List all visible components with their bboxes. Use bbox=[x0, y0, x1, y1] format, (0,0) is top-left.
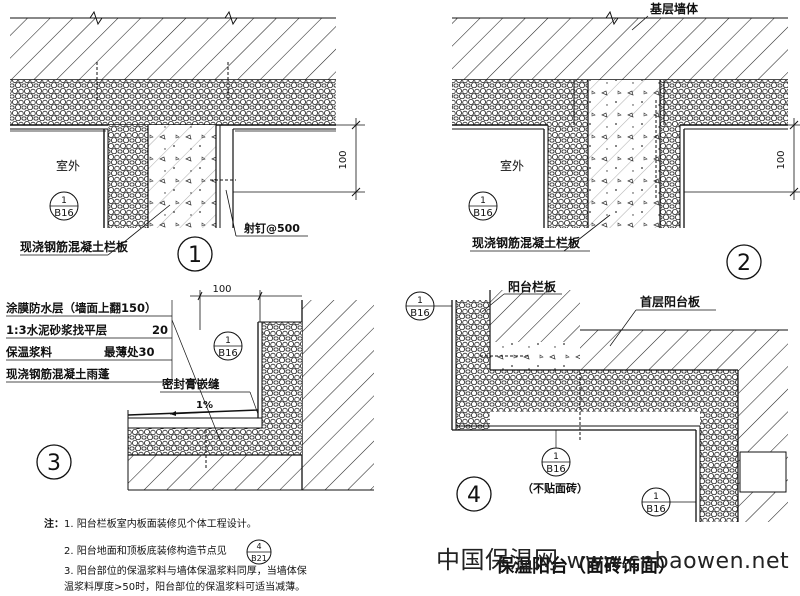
ref-2-top: 1 bbox=[480, 196, 486, 206]
insulation-layer-1 bbox=[10, 80, 336, 125]
parapet-insulation-2 bbox=[548, 80, 588, 228]
detail-2: 基层墙体 室外 100 现浇钢筋混凝土栏板 2 1 B16 bbox=[452, 1, 800, 280]
ref-3-top: 1 bbox=[225, 336, 231, 346]
corner-concrete-4 bbox=[738, 370, 788, 522]
watermark-cn: 中国保温网 bbox=[436, 546, 559, 574]
insulation-left-4 bbox=[456, 300, 490, 430]
note-3a: 3. 阳台部位的保温浆料与墙体保温浆料同厚，当墙体保 bbox=[64, 566, 307, 577]
layer-1-value: 20 bbox=[152, 323, 168, 337]
base-wall-1 bbox=[10, 18, 336, 80]
dimension-3: 100 bbox=[212, 284, 231, 295]
label-outside-2: 室外 bbox=[500, 158, 524, 173]
layer-0-name: 涂膜防水层（墙面上翻150） bbox=[6, 301, 157, 315]
ref-3-bottom: B16 bbox=[218, 348, 238, 359]
ref-note-top: 4 bbox=[256, 542, 261, 551]
ref-4-top: 1 bbox=[417, 296, 423, 306]
layer-2-value: 最薄处30 bbox=[104, 345, 155, 359]
layer-1-name: 1:3水泥砂浆找平层 bbox=[6, 323, 108, 337]
label-parapet-2: 现浇钢筋混凝土栏板 bbox=[472, 235, 581, 250]
detail-4: 阳台栏板 首层阳台板 1 B16 （不贴面砖） 1 B16 1 B16 4 bbox=[405, 279, 788, 522]
detail-number-4: 4 bbox=[467, 483, 481, 508]
drawing-caption: 保温阳台（面砖饰面） bbox=[496, 556, 676, 577]
insulation-wall-3 bbox=[262, 322, 302, 432]
label-parapet-1: 现浇钢筋混凝土栏板 bbox=[20, 239, 129, 254]
slab-4 bbox=[580, 330, 788, 370]
detail-number-1: 1 bbox=[188, 243, 202, 268]
detail-1: 100 室外 现浇钢筋混凝土栏板 射钉@500 1 1 B16 bbox=[10, 10, 365, 272]
ref-4-bottom: B16 bbox=[410, 308, 430, 319]
insulation-canopy-3 bbox=[128, 428, 302, 455]
ref-5-top: 1 bbox=[553, 452, 559, 462]
label-sealant: 密封膏嵌缝 bbox=[161, 377, 220, 391]
label-no-tile: （不贴面砖） bbox=[522, 481, 588, 495]
watermark-url: www.cnbaowen.net bbox=[566, 549, 790, 574]
parapet-insulation-2b bbox=[660, 80, 680, 228]
watermark: 中国保温网 www.cnbaowen.net bbox=[436, 540, 789, 575]
ref-1-bottom: B16 bbox=[54, 208, 74, 219]
wall-3 bbox=[302, 300, 374, 490]
base-wall-2 bbox=[452, 18, 788, 80]
layer-3-name: 现浇钢筋混凝土雨蓬 bbox=[6, 367, 110, 381]
ref-note-bottom: B21 bbox=[251, 554, 267, 563]
detail-number-3: 3 bbox=[47, 451, 61, 476]
label-balcony-parapet: 阳台栏板 bbox=[508, 279, 557, 294]
label-outside-1: 室外 bbox=[56, 158, 80, 173]
insulation-right-4 bbox=[700, 412, 738, 522]
detail-number-2: 2 bbox=[737, 251, 751, 276]
ref-1-top: 1 bbox=[61, 196, 67, 206]
parapet-insulation-1 bbox=[108, 125, 148, 228]
detail-3: 100 涂膜防水层（墙面上翻150） 1:3水泥砂浆找平层 20 保温浆料 最薄… bbox=[5, 284, 374, 491]
label-slope: 1% bbox=[196, 400, 213, 411]
ref-2-bottom: B16 bbox=[473, 208, 493, 219]
note-2: 2. 阳台地面和顶板底装修构造节点见 bbox=[64, 546, 227, 557]
note-3b: 温浆料厚度>50时，阳台部位的保温浆料可适当减薄。 bbox=[64, 582, 306, 593]
ref-6-bottom: B16 bbox=[646, 504, 666, 515]
dimension-2: 100 bbox=[776, 150, 787, 169]
notes-title: 注： bbox=[44, 519, 64, 530]
layer-legend: 涂膜防水层（墙面上翻150） 1:3水泥砂浆找平层 20 保温浆料 最薄处30 … bbox=[5, 300, 221, 441]
insulation-soffit-4 bbox=[490, 370, 738, 412]
label-base-wall: 基层墙体 bbox=[649, 1, 699, 16]
insulation-layer-2b bbox=[660, 80, 788, 125]
dimension-1: 100 bbox=[338, 150, 349, 169]
canopy-slab-3 bbox=[128, 455, 302, 490]
ref-6-top: 1 bbox=[653, 492, 659, 502]
label-nail: 射钉@500 bbox=[243, 221, 300, 235]
balcony-parapet bbox=[490, 290, 580, 342]
label-first-floor-slab: 首层阳台板 bbox=[640, 294, 701, 309]
note-1: 1. 阳台栏板室内板面装修见个体工程设计。 bbox=[64, 519, 257, 530]
ref-5-bottom: B16 bbox=[546, 464, 566, 475]
layer-2-name: 保温浆料 bbox=[5, 345, 52, 359]
